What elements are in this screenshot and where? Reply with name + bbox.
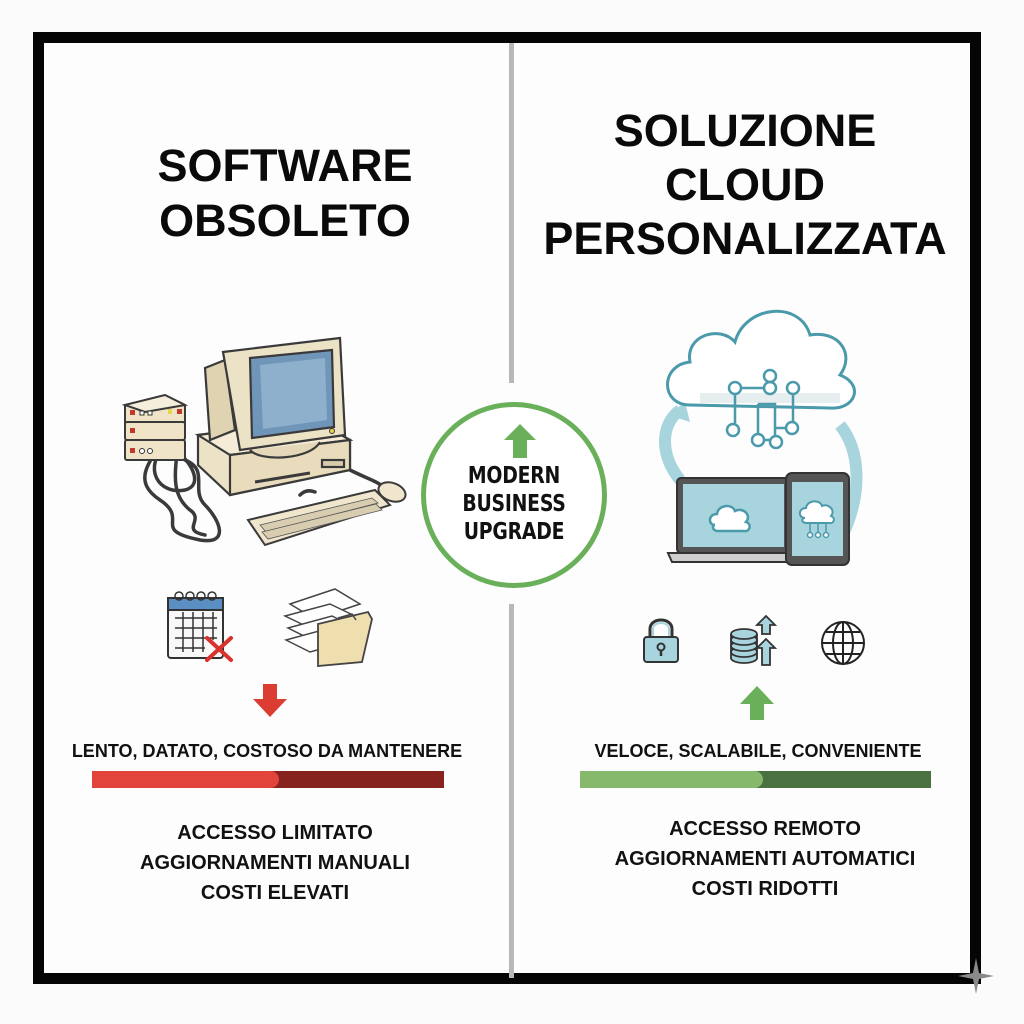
right-status-bar — [580, 771, 931, 788]
left-list-item: AGGIORNAMENTI MANUALI — [140, 852, 410, 874]
left-feature-list: ACCESSO LIMITATO AGGIORNAMENTI MANUALI C… — [80, 818, 470, 908]
right-list-item: AGGIORNAMENTI AUTOMATICI — [614, 848, 916, 870]
right-summary: VELOCE, SCALABILE, CONVENIENTE — [594, 741, 922, 761]
left-bar-light-segment — [92, 771, 279, 788]
right-title-line-1: SOLUZIONE — [613, 105, 877, 156]
right-list-item: ACCESSO REMOTO — [669, 818, 861, 840]
cloud-network-icon — [659, 310, 863, 566]
modern-business-upgrade-badge: MODERN BUSINESS UPGRADE — [421, 402, 607, 588]
right-title: SOLUZIONE CLOUD PERSONALIZZATA — [520, 104, 970, 266]
left-title: SOFTWARE OBSOLETO — [120, 138, 450, 249]
calendar-x-icon — [167, 591, 233, 662]
badge-line-3: UPGRADE — [463, 519, 565, 546]
right-bar-light-segment — [580, 771, 763, 788]
red-down-arrow-icon — [253, 684, 287, 717]
badge-line-2: BUSINESS — [462, 491, 566, 518]
sparkle-icon — [958, 958, 994, 994]
badge-line-1: MODERN — [467, 463, 561, 489]
left-status-bar — [92, 771, 444, 788]
right-title-line-2: CLOUD — [665, 159, 825, 210]
globe-icon — [821, 621, 865, 665]
green-up-arrow-icon — [740, 686, 774, 720]
database-scale-up-icon — [730, 614, 778, 666]
left-list-item: ACCESSO LIMITATO — [177, 822, 373, 844]
center-divider-top — [509, 43, 514, 383]
center-divider-bottom — [509, 604, 514, 978]
padlock-icon — [643, 618, 679, 663]
left-title-line-1: SOFTWARE — [157, 140, 413, 191]
right-title-line-3: PERSONALIZZATA — [543, 213, 947, 264]
left-summary: LENTO, DATATO, COSTOSO DA MANTENERE — [71, 741, 463, 761]
left-bar-dark-segment — [270, 771, 444, 788]
right-feature-list: ACCESSO REMOTO AGGIORNAMENTI AUTOMATICI … — [560, 814, 970, 904]
left-list-item: COSTI ELEVATI — [200, 882, 350, 904]
right-list-item: COSTI RIDOTTI — [691, 878, 839, 900]
paper-folder-icon — [282, 588, 373, 667]
green-up-arrow-icon — [504, 424, 536, 458]
retro-computer-icon — [121, 336, 407, 547]
left-title-line-2: OBSOLETO — [159, 195, 411, 247]
right-bar-dark-segment — [754, 771, 931, 788]
